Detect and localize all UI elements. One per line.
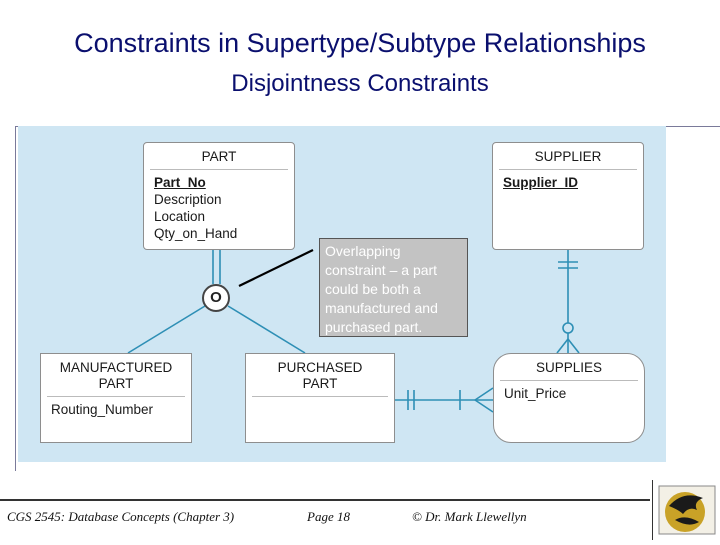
supplier-entity-name: SUPPLIER [534, 149, 602, 164]
pegasus-logo-icon [658, 485, 716, 535]
supplies-entity-divider [500, 380, 638, 381]
part-entity: PART Part_No Description Location Qty_on… [143, 142, 295, 250]
supplier-entity: SUPPLIER Supplier_ID [492, 142, 644, 250]
overlap-callout: Overlapping constraint – a part could be… [319, 238, 468, 337]
manufactured-part-name-line2: PART [98, 376, 134, 391]
purchased-part-name-line1: PURCHASED [277, 360, 363, 375]
location-attribute: Location [154, 209, 206, 224]
footer-course: CGS 2545: Database Concepts (Chapter 3) [7, 509, 235, 524]
qty-on-hand-attribute: Qty_on_Hand [154, 226, 238, 241]
supplies-entity-name: SUPPLIES [535, 360, 603, 375]
supplier-entity-divider [499, 169, 637, 170]
purchased-part-entity: PURCHASED PART [245, 353, 395, 443]
part-no-attribute: Part_No [154, 175, 206, 190]
manufactured-part-divider [47, 396, 185, 397]
part-entity-divider [150, 169, 288, 170]
manufactured-part-name-line1: MANUFACTURED [59, 360, 173, 375]
overlap-constraint-symbol: O [202, 284, 230, 312]
part-entity-name: PART [201, 149, 237, 164]
unit-price-attribute: Unit_Price [504, 386, 567, 401]
description-attribute: Description [154, 192, 222, 207]
university-logo [652, 480, 720, 540]
routing-number-attribute: Routing_Number [51, 402, 154, 417]
footer-divider [0, 499, 650, 501]
purchased-part-name-line2: PART [302, 376, 338, 391]
supplier-id-attribute: Supplier_ID [503, 175, 579, 190]
footer-page: Page 18 [307, 509, 350, 524]
footer-author: © Dr. Mark Llewellyn [412, 509, 527, 524]
supplies-entity: SUPPLIES Unit_Price [493, 353, 645, 443]
purchased-part-divider [252, 396, 388, 397]
manufactured-part-entity: MANUFACTURED PART Routing_Number [40, 353, 192, 443]
slide-title: Constraints in Supertype/Subtype Relatio… [74, 28, 646, 58]
slide-subtitle: Disjointness Constraints [231, 70, 489, 97]
